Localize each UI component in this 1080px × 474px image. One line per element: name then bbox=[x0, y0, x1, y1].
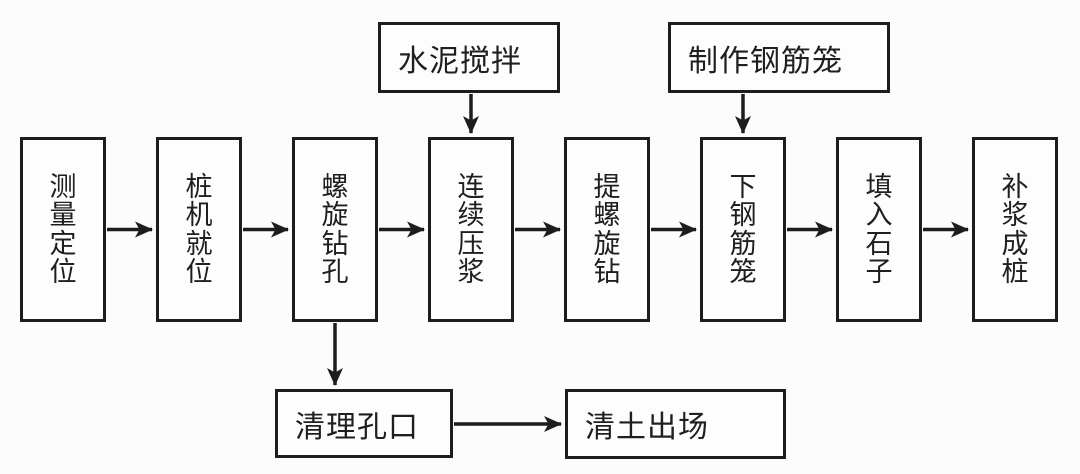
flow-step-survey-positioning: 测量定位 bbox=[20, 137, 106, 322]
flow-step-label: 制作钢筋笼 bbox=[688, 44, 843, 78]
flow-step-make-rebar-cage: 制作钢筋笼 bbox=[668, 22, 890, 93]
flow-step-label: 填入石子 bbox=[865, 172, 893, 287]
flow-step-continuous-grouting: 连续压浆 bbox=[428, 137, 514, 322]
flow-step-label: 水泥搅拌 bbox=[398, 44, 522, 78]
flow-step-pile-rig-in-place: 桩机就位 bbox=[156, 137, 242, 322]
flow-step-regrout-form-pile: 补浆成桩 bbox=[972, 137, 1058, 322]
flow-step-clear-soil-offsite: 清土出场 bbox=[565, 389, 786, 459]
flow-step-label: 螺旋钻孔 bbox=[321, 172, 349, 287]
flow-step-fill-stones: 填入石子 bbox=[836, 137, 922, 322]
flow-step-label: 下钢筋笼 bbox=[729, 172, 757, 287]
flow-step-label: 补浆成桩 bbox=[1001, 172, 1029, 287]
flow-step-label: 连续压浆 bbox=[457, 172, 485, 287]
flow-step-label: 清理孔口 bbox=[295, 410, 419, 444]
flow-step-clean-hole-mouth: 清理孔口 bbox=[275, 389, 453, 458]
flow-step-lift-auger: 提螺旋钻 bbox=[564, 137, 650, 322]
flow-step-label: 测量定位 bbox=[49, 172, 77, 287]
flow-step-auger-drilling: 螺旋钻孔 bbox=[292, 137, 378, 322]
flow-step-label: 提螺旋钻 bbox=[593, 172, 621, 287]
flow-step-cement-mixing: 水泥搅拌 bbox=[378, 22, 560, 93]
flow-step-label: 桩机就位 bbox=[185, 172, 213, 287]
flow-step-label: 清土出场 bbox=[585, 411, 709, 444]
flow-step-lower-rebar-cage: 下钢筋笼 bbox=[700, 137, 786, 322]
